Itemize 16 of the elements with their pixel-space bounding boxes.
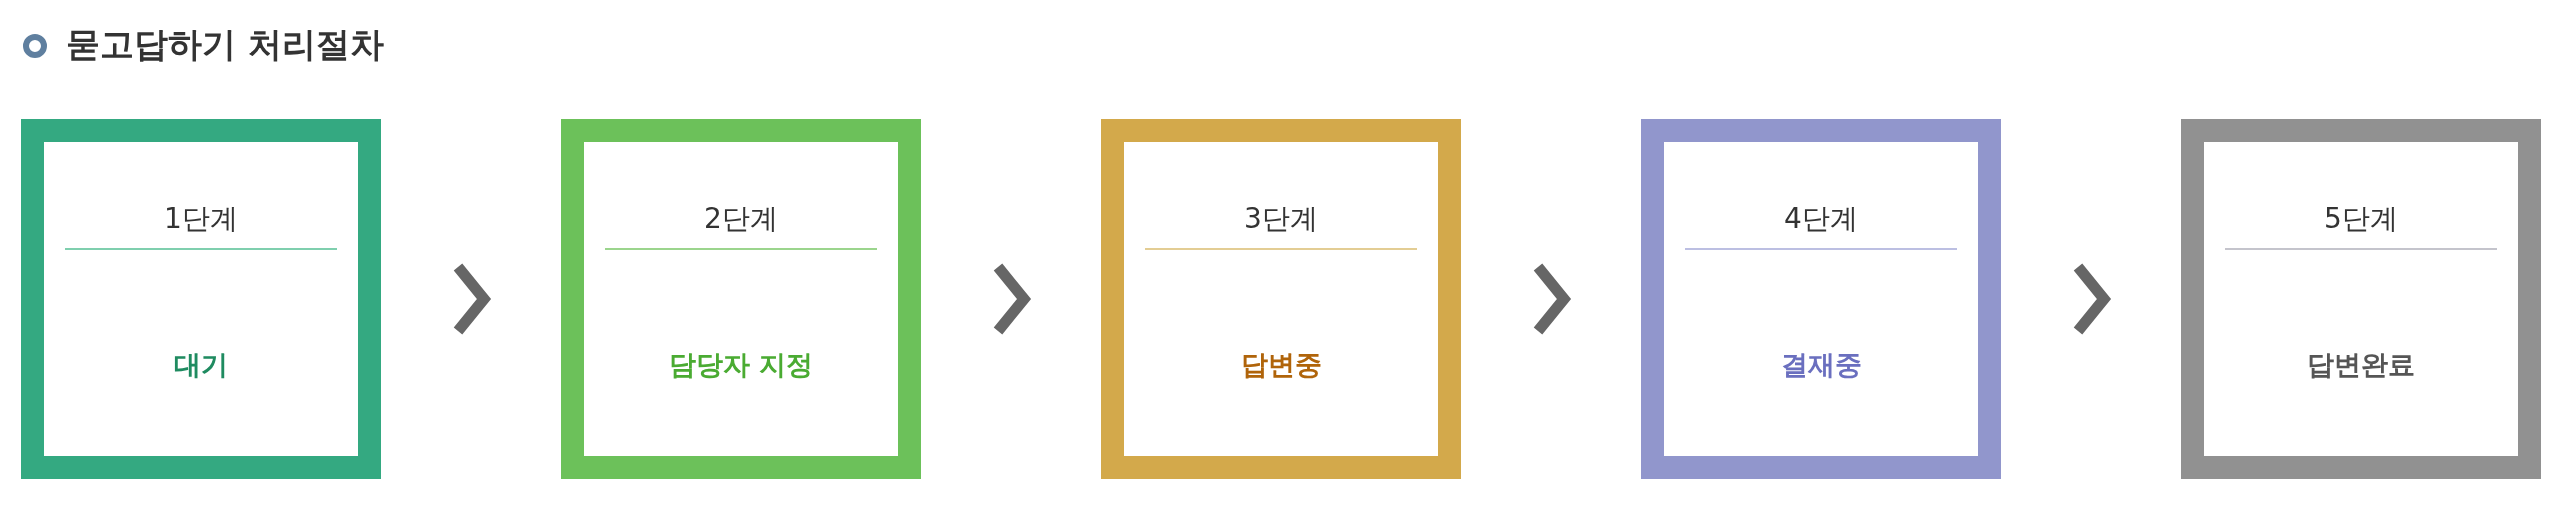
step-status: 담당자 지정 bbox=[667, 348, 815, 382]
step-number: 3단계 bbox=[1243, 201, 1319, 237]
step-number: 4단계 bbox=[1783, 201, 1859, 237]
step-number: 2단계 bbox=[703, 201, 779, 237]
step-box bbox=[561, 119, 921, 479]
step-box bbox=[2181, 119, 2541, 479]
title: 묻고답하기 처리절차 bbox=[66, 23, 384, 66]
step-status: 결재중 bbox=[1779, 348, 1863, 382]
step-status: 답변중 bbox=[1239, 348, 1323, 382]
step-number: 1단계 bbox=[163, 201, 239, 237]
step-box bbox=[1641, 119, 2001, 479]
step-number: 5단계 bbox=[2323, 201, 2399, 237]
step-box bbox=[21, 119, 381, 479]
step-status: 대기 bbox=[173, 348, 229, 382]
step-box bbox=[1101, 119, 1461, 479]
step-status: 답변완료 bbox=[2306, 348, 2416, 382]
